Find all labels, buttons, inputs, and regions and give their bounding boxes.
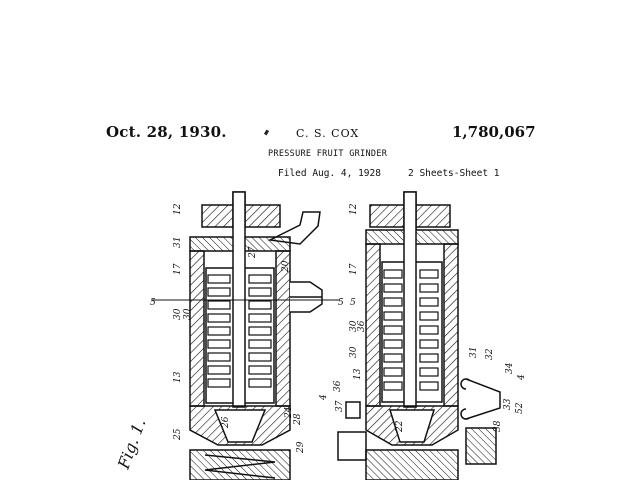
svg-text:13: 13 [353, 368, 363, 380]
patent-number: 1,780,067 [452, 123, 536, 141]
svg-text:31: 31 [469, 347, 479, 358]
sheet-count: 2 Sheets-Sheet 1 [408, 168, 500, 179]
left-reference-numerals: 12 31 17 30 30 13 25 5 5 20 27 24 28 29 … [150, 203, 344, 454]
svg-text:5: 5 [150, 298, 156, 308]
svg-text:4: 4 [517, 374, 527, 381]
right-central-shaft [403, 191, 417, 408]
svg-text:17: 17 [349, 263, 359, 275]
svg-text:38: 38 [493, 420, 503, 432]
svg-text:4: 4 [319, 394, 329, 401]
svg-text:37: 37 [335, 400, 345, 412]
svg-text:34: 34 [505, 362, 515, 374]
svg-text:52: 52 [515, 402, 525, 414]
inventor-name: C. S. COX [296, 127, 360, 140]
svg-text:12: 12 [349, 203, 359, 215]
svg-text:27: 27 [248, 246, 258, 259]
filed-date: Filed Aug. 4, 1928 [278, 168, 381, 179]
patent-date: Oct. 28, 1930. [106, 123, 227, 141]
svg-text:30: 30 [349, 320, 359, 332]
svg-text:20: 20 [281, 260, 291, 273]
svg-text:13: 13 [173, 371, 183, 383]
figure-label: Fig. 1. [114, 416, 150, 472]
patent-title: PRESSURE FRUIT GRINDER [268, 149, 388, 159]
svg-text:17: 17 [173, 263, 183, 275]
svg-text:33: 33 [503, 398, 513, 410]
right-reference-numerals: 12 17 5 30 36 30 13 36 4 37 31 32 34 4 3… [319, 203, 527, 433]
svg-text:5: 5 [350, 298, 356, 308]
svg-text:29: 29 [296, 441, 306, 454]
svg-text:30: 30 [349, 346, 359, 358]
svg-text:5: 5 [338, 298, 344, 308]
left-casing-wall [189, 250, 205, 407]
right-casing-wall [275, 250, 291, 407]
svg-text:24: 24 [284, 406, 294, 419]
svg-text:28: 28 [293, 413, 303, 426]
left-sectional-view [152, 191, 340, 480]
svg-text:12: 12 [173, 203, 183, 215]
svg-text:32: 32 [485, 348, 495, 360]
svg-text:30: 30 [183, 308, 193, 320]
svg-text:30: 30 [173, 308, 183, 320]
svg-text:22: 22 [395, 420, 405, 433]
svg-text:31: 31 [173, 237, 183, 248]
svg-text:26: 26 [221, 416, 231, 429]
svg-text:36: 36 [333, 380, 343, 392]
svg-text:36: 36 [357, 320, 367, 332]
right-sectional-view [337, 191, 501, 480]
svg-text:25: 25 [173, 428, 183, 441]
